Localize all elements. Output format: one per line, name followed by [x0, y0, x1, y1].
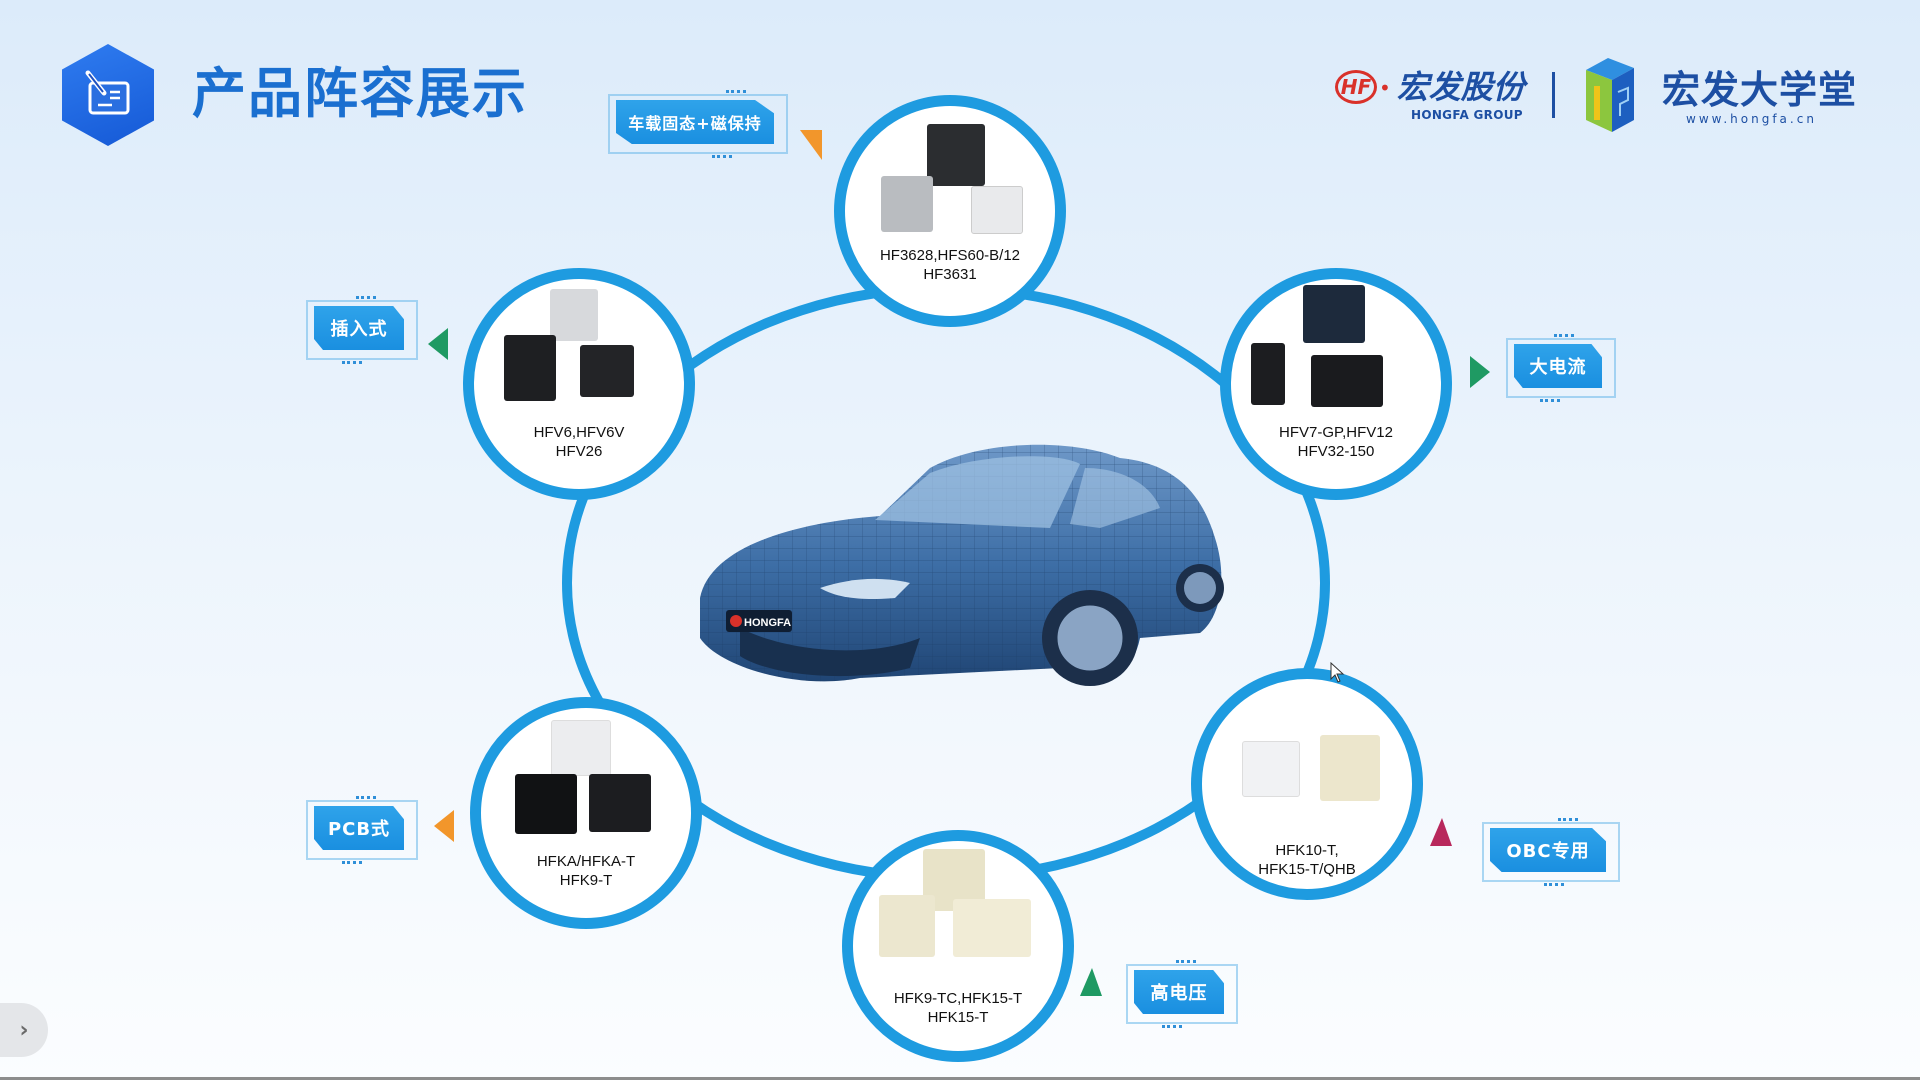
hongfa-group-logo: HF • 宏发股份 HONGFA GROUP [1335, 68, 1525, 122]
tag-dots [356, 296, 376, 303]
logo-dot: • [1379, 76, 1391, 100]
relay-image [504, 335, 556, 401]
tag-dots [342, 857, 362, 864]
tag-frame [306, 300, 418, 360]
tag-dots [726, 90, 746, 97]
next-slide-button[interactable]: › [0, 1003, 48, 1057]
tag-label: 高电压 [1134, 970, 1224, 1014]
tag-frame [1126, 964, 1238, 1024]
page-title: 产品阵容展示 [192, 62, 528, 125]
pointer-triangle-icon [800, 130, 822, 160]
academy-name-cn: 宏发大学堂 [1662, 68, 1858, 112]
relay-image [551, 720, 611, 776]
hf-mark: HF [1335, 70, 1377, 104]
relay-image [1303, 285, 1365, 343]
category-tag-solid-state[interactable]: 车载固态+磁保持 [608, 90, 792, 158]
pointer-triangle-icon [434, 810, 454, 842]
section-icon [62, 44, 154, 146]
academy-cube-logo [1578, 56, 1642, 134]
tag-label: 插入式 [314, 306, 404, 350]
tag-label: OBC专用 [1490, 828, 1606, 872]
pointer-triangle-icon [428, 328, 448, 360]
category-tag-plug-in[interactable]: 插入式 [306, 296, 422, 364]
category-tag-obc[interactable]: OBC专用 [1482, 818, 1624, 886]
group-name-en: HONGFA GROUP [1411, 108, 1523, 122]
relay-image [1320, 735, 1380, 801]
tag-dots [1558, 818, 1578, 825]
relay-image [1251, 343, 1285, 405]
tag-frame [608, 94, 788, 154]
relay-image [580, 345, 634, 397]
mouse-cursor-icon [1330, 661, 1346, 688]
relay-image [1242, 741, 1300, 797]
tag-label: 大电流 [1514, 344, 1602, 388]
pointer-triangle-icon [1470, 356, 1490, 388]
category-tag-high-current[interactable]: 大电流 [1506, 334, 1620, 402]
relay-image [927, 124, 985, 186]
car-wireframe-image: HONGFA [680, 428, 1240, 708]
tag-label: 车载固态+磁保持 [616, 100, 774, 144]
tag-frame [1506, 338, 1616, 398]
tag-dots [356, 796, 376, 803]
relay-image [953, 899, 1031, 957]
svg-text:HONGFA: HONGFA [744, 617, 791, 629]
tag-frame [1482, 822, 1620, 882]
tag-dots [1176, 960, 1196, 967]
document-edit-icon [85, 70, 130, 115]
pointer-triangle-icon [1430, 818, 1452, 846]
pointer-triangle-icon [1080, 968, 1102, 996]
academy-url: www.hongfa.cn [1686, 112, 1817, 126]
logo-divider [1552, 72, 1555, 118]
tag-dots [1554, 334, 1574, 341]
relay-image [971, 186, 1023, 234]
relay-image [1311, 355, 1383, 407]
bottom-border [0, 1077, 1920, 1080]
relay-image [589, 774, 651, 832]
product-circle-lower-right[interactable]: HFK10-T,HFK15-T/QHB [1191, 668, 1423, 900]
product-models: HFK10-T,HFK15-T/QHB [1258, 842, 1356, 878]
tag-dots [1544, 879, 1564, 886]
relay-image [881, 176, 933, 232]
chevron-right-icon: › [19, 1017, 29, 1043]
tag-dots [1540, 395, 1560, 402]
cube-icon [1586, 58, 1634, 132]
relay-image [515, 774, 577, 834]
group-name-cn: 宏发股份 [1396, 68, 1525, 106]
relay-image [550, 289, 598, 341]
tag-dots [1162, 1021, 1182, 1028]
tag-label: PCB式 [314, 806, 404, 850]
tag-dots [342, 357, 362, 364]
category-tag-pcb[interactable]: PCB式 [306, 796, 422, 864]
tag-dots [712, 151, 732, 158]
tag-frame [306, 800, 418, 860]
relay-image [879, 895, 935, 957]
category-tag-high-voltage[interactable]: 高电压 [1126, 960, 1242, 1028]
